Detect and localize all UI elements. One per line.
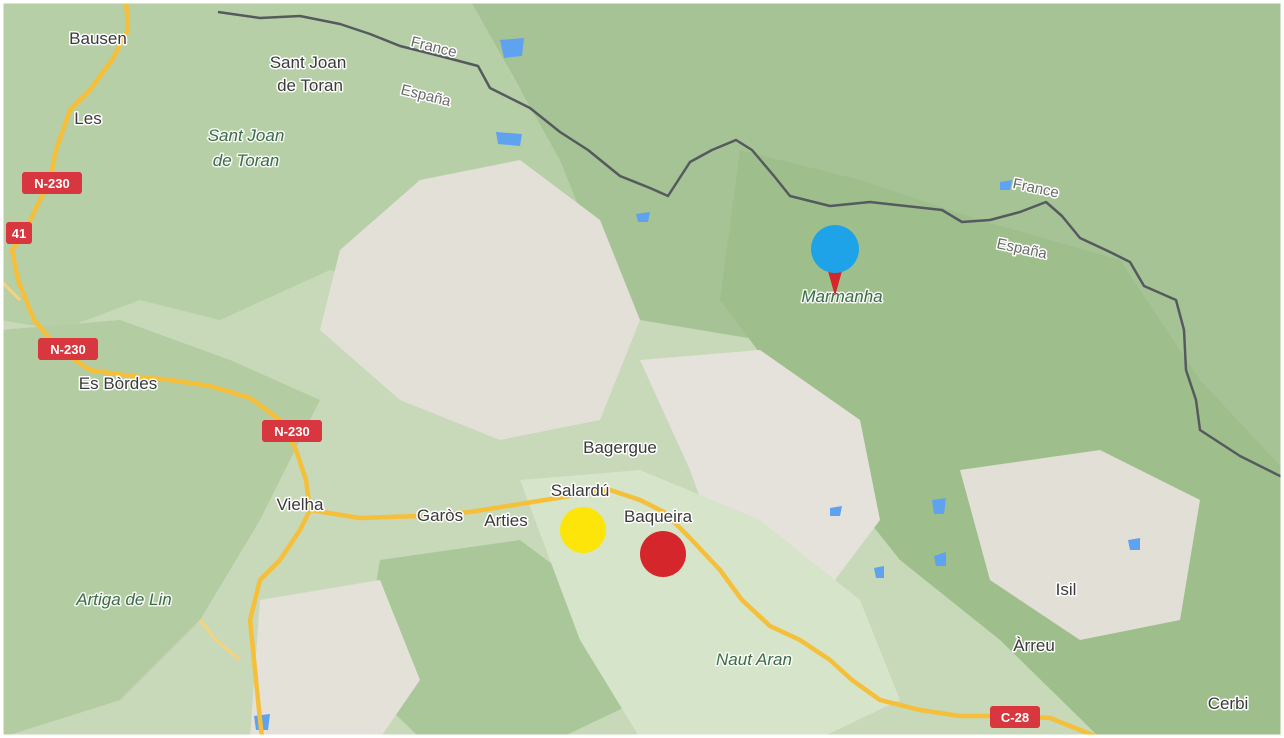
lake xyxy=(934,552,946,566)
area-label: de Toran xyxy=(213,151,279,170)
forest-area xyxy=(0,320,320,738)
place-label[interactable]: Bausen xyxy=(68,28,129,50)
area-label: Sant Joan xyxy=(208,126,285,145)
rock-area xyxy=(320,160,640,440)
place-label[interactable]: Bagergue xyxy=(582,437,659,459)
area-label: Marmanha xyxy=(801,287,882,306)
road-n230 xyxy=(9,0,313,738)
road-shield-label: N-230 xyxy=(34,176,69,191)
road-main-valley xyxy=(309,487,1101,738)
road-shield-label: C-28 xyxy=(1001,710,1029,725)
place-label[interactable]: Salardú xyxy=(549,480,611,502)
place-label[interactable]: Cerbi xyxy=(1206,693,1250,715)
lake xyxy=(1128,538,1140,550)
lake xyxy=(932,498,946,514)
place-label[interactable]: Es Bòrdes xyxy=(77,373,158,395)
place-label[interactable]: Sant Joan xyxy=(268,52,348,74)
road-shield: 41 xyxy=(6,222,32,244)
lake xyxy=(636,212,650,222)
road-shield-label: N-230 xyxy=(50,342,85,357)
place-label[interactable]: Les xyxy=(73,108,103,130)
place-label[interactable]: de Toran xyxy=(276,75,345,97)
yellow-marker[interactable] xyxy=(560,507,606,553)
place-label[interactable]: Vielha xyxy=(275,494,325,516)
road-shield: N-230 xyxy=(22,172,82,194)
lake xyxy=(500,38,524,58)
place-label[interactable]: Isil xyxy=(1054,579,1078,601)
road-shield-label: 41 xyxy=(12,226,26,241)
place-label[interactable]: Àrreu xyxy=(1012,635,1057,657)
lake xyxy=(874,566,884,578)
rock-area xyxy=(640,350,880,600)
red-marker[interactable] xyxy=(640,531,686,577)
rock-area xyxy=(960,450,1200,640)
national-border xyxy=(217,10,1284,480)
place-label[interactable]: Arties xyxy=(483,510,529,532)
lake xyxy=(496,132,522,146)
area-label: Naut Aran xyxy=(716,650,792,669)
lake xyxy=(830,506,842,516)
place-label[interactable]: Garòs xyxy=(415,505,464,527)
area-label: Artiga de Lin xyxy=(75,590,171,609)
map-pin-marker[interactable] xyxy=(811,225,859,296)
road-shield: C-28 xyxy=(990,706,1040,728)
road-shield: N-230 xyxy=(262,420,322,442)
meadow-area xyxy=(520,470,900,738)
lake xyxy=(1000,180,1012,190)
road-shield-label: N-230 xyxy=(274,424,309,439)
rock-area xyxy=(250,580,420,738)
place-label[interactable]: Baqueira xyxy=(622,506,694,528)
road-shield: N-230 xyxy=(38,338,98,360)
blue-marker[interactable] xyxy=(811,225,859,273)
